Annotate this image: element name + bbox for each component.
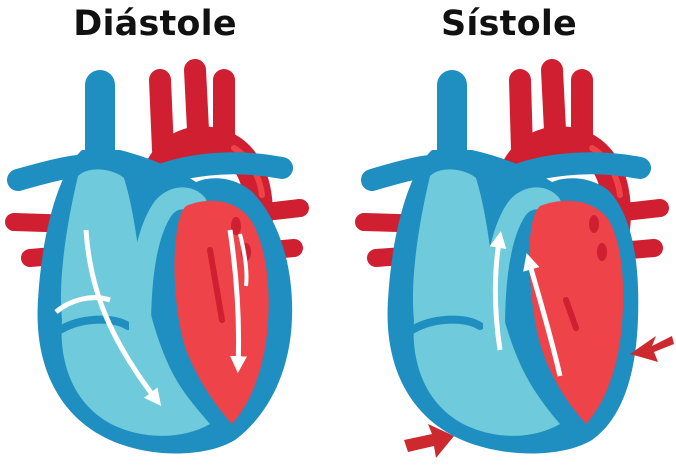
diastole-heart (14, 70, 300, 454)
sistole-heart (364, 70, 674, 458)
